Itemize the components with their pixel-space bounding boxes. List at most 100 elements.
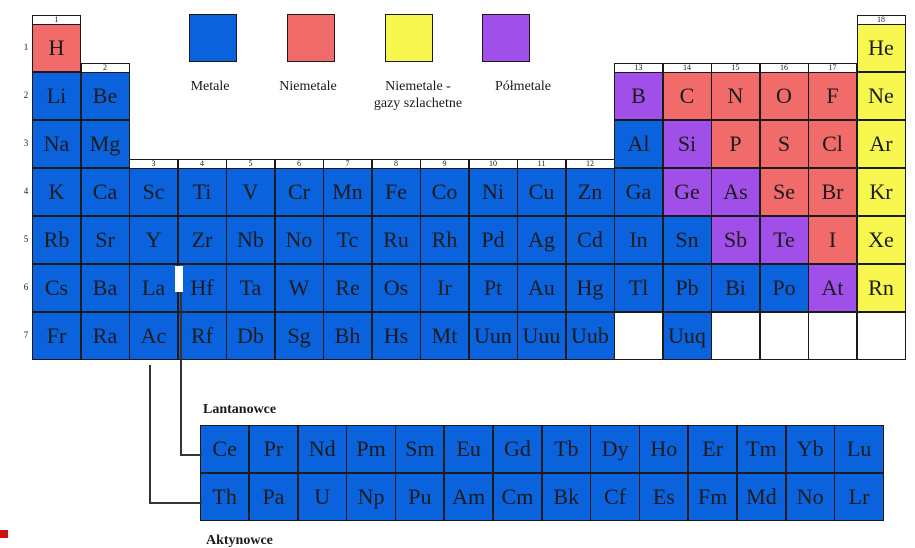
group-number-15: 15: [711, 63, 760, 72]
group-number-16: 16: [759, 63, 809, 72]
element-p: P: [711, 120, 760, 168]
group-number-6: 6: [274, 159, 324, 168]
legend-label-2: Niemetale: [248, 78, 368, 95]
element-cf-act: Cf: [590, 473, 640, 521]
group-number-7: 7: [323, 159, 372, 168]
lanthanide-connector-vertical: [180, 292, 182, 456]
element-yb: Yb: [785, 425, 835, 473]
element-no-act: No: [785, 473, 835, 521]
legend-label-line: Niemetale -: [385, 79, 451, 94]
element-rb: Rb: [32, 216, 81, 264]
group-number-12: 12: [565, 159, 615, 168]
element-na: Na: [32, 120, 81, 168]
element-no: No: [274, 216, 324, 264]
element-y: Y: [129, 216, 178, 264]
element-os: Os: [371, 264, 421, 312]
element-ar: Ar: [856, 120, 906, 168]
element-kr: Kr: [856, 168, 906, 216]
element-hs: Hs: [371, 312, 421, 360]
element-uuq: Uuq: [662, 312, 712, 360]
element-li: Li: [32, 72, 81, 120]
element-ba: Ba: [80, 264, 130, 312]
element-he: He: [856, 24, 906, 72]
element-la: La: [129, 264, 178, 312]
group-number-8: 8: [371, 159, 421, 168]
period-number-2: 2: [23, 90, 29, 100]
element-mg: Mg: [80, 120, 130, 168]
period-number-6: 6: [23, 282, 29, 292]
element-cu: Cu: [517, 168, 566, 216]
group-number-10: 10: [468, 159, 518, 168]
group-number-5: 5: [226, 159, 275, 168]
legend-swatch-2: [287, 14, 335, 62]
element-b: B: [614, 72, 663, 120]
element-tc: Tc: [323, 216, 372, 264]
legend-label-line: Półmetale: [495, 79, 551, 94]
period-number-3: 3: [23, 138, 29, 148]
element-cm-act: Cm: [492, 473, 543, 521]
element-pb: Pb: [662, 264, 712, 312]
element-re: Re: [323, 264, 372, 312]
element-ni: Ni: [468, 168, 518, 216]
element-ge: Ge: [662, 168, 712, 216]
legend-label-1: Metale: [160, 78, 260, 95]
element-rn: Rn: [856, 264, 906, 312]
element-pm: Pm: [346, 425, 396, 473]
element-pr: Pr: [248, 425, 299, 473]
empty-cell: [711, 312, 760, 360]
element-rf: Rf: [177, 312, 227, 360]
period-number-4: 4: [23, 186, 29, 196]
legend-label-line: Niemetale: [279, 79, 337, 94]
element-at: At: [808, 264, 857, 312]
element-eu: Eu: [444, 425, 494, 473]
element-sn: Sn: [662, 216, 712, 264]
period-number-7: 7: [23, 330, 29, 340]
element-as: As: [711, 168, 760, 216]
element-es-act: Es: [639, 473, 689, 521]
actinide-connector-vertical: [149, 365, 151, 504]
legend-swatch-1: [189, 14, 237, 62]
legend-label-4: Półmetale: [468, 78, 578, 95]
element-tl: Tl: [614, 264, 663, 312]
element-i: I: [808, 216, 857, 264]
element-ne: Ne: [856, 72, 906, 120]
legend-swatch-3: [385, 14, 433, 62]
element-cd: Cd: [565, 216, 615, 264]
group-number-13: 13: [614, 63, 663, 72]
element-ir: Ir: [420, 264, 469, 312]
lanthanides-label: Lantanowce: [203, 402, 277, 417]
la-gap: [175, 266, 183, 292]
element-br: Br: [808, 168, 857, 216]
group-number-11: 11: [517, 159, 566, 168]
element-tb: Tb: [541, 425, 591, 473]
element-al: Al: [614, 120, 663, 168]
element-cr: Cr: [274, 168, 324, 216]
element-po: Po: [759, 264, 809, 312]
element-pd: Pd: [468, 216, 518, 264]
element-sc: Sc: [129, 168, 178, 216]
element-hg: Hg: [565, 264, 615, 312]
element-ca: Ca: [80, 168, 130, 216]
element-ce: Ce: [200, 425, 250, 473]
element-v: V: [226, 168, 275, 216]
group-number-1: 1: [32, 15, 81, 24]
element-th-act: Th: [200, 473, 250, 521]
legend-swatch-4: [482, 14, 530, 62]
element-uub: Uub: [565, 312, 615, 360]
element-dy: Dy: [590, 425, 640, 473]
element-h: H: [32, 24, 81, 72]
element-sg: Sg: [274, 312, 324, 360]
element-zr: Zr: [177, 216, 227, 264]
actinides-label: Aktynowce: [206, 533, 273, 548]
group-number-4: 4: [177, 159, 227, 168]
element-mt: Mt: [420, 312, 469, 360]
group-number-17: 17: [808, 63, 857, 72]
element-f: F: [808, 72, 857, 120]
element-ho: Ho: [639, 425, 689, 473]
element-k: K: [32, 168, 81, 216]
element-gd: Gd: [492, 425, 543, 473]
element-fm-act: Fm: [688, 473, 738, 521]
period-number-1: 1: [23, 42, 29, 52]
element-xe: Xe: [856, 216, 906, 264]
